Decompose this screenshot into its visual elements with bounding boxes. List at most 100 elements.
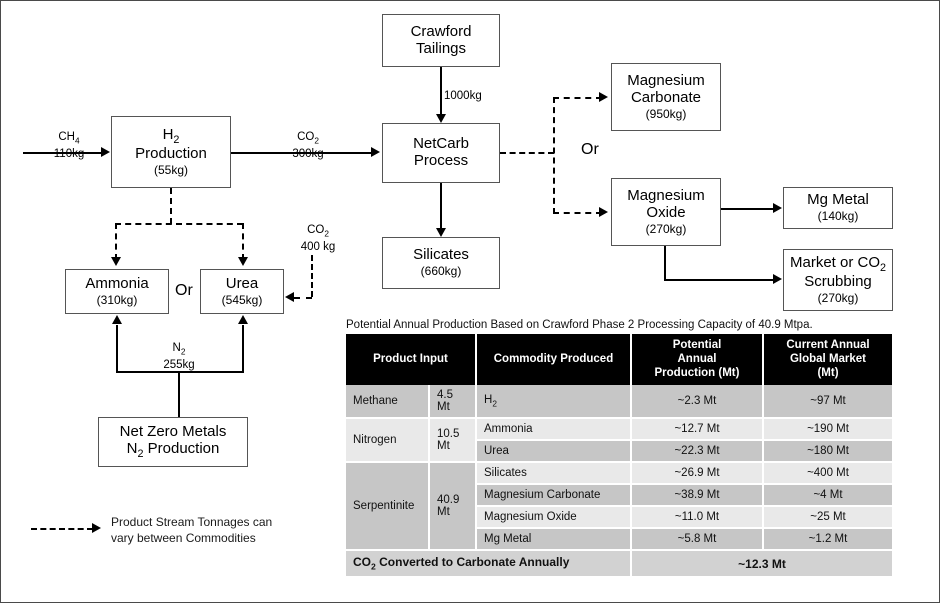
nzm-title1: Net Zero Metals [119,423,227,441]
netcarb-title2: Process [413,152,469,169]
crawford-title1: Crawford [410,22,472,40]
market-co2-title2: Scrubbing [804,272,872,290]
th-potential-production[interactable]: Potential Annual Production (Mt) [631,334,764,386]
ch4-mass: 110kg [53,147,85,160]
n2-riser-line [178,371,180,417]
branch-to-oxide-arrowhead [599,207,608,217]
branch-to-carbonate-arrowhead [599,92,608,102]
mg-oxide-title1: Magnesium [627,186,705,204]
crawford-to-netcarb-arrowhead [436,114,446,123]
netcarb-to-silicates-arrowhead [436,228,446,237]
cell-market: ~25 Mt [763,506,892,530]
cell-production: ~5.8 Mt [631,528,764,552]
table-row: Magnesium Carbonate ~38.9 Mt ~4 Mt [346,484,892,508]
nzm-title2: N2 Production [126,439,220,460]
th-commodity-produced[interactable]: Commodity Produced [476,334,632,386]
node-net-zero-metals-n2-production[interactable]: Net Zero Metals N2 Production [98,417,248,467]
cell-input-name: Serpentinite [346,462,430,552]
cell-commodity: H2 [476,385,632,420]
mgo-to-market-arrowhead [773,274,782,284]
mg-carbonate-title1: Magnesium [627,71,705,89]
cell-production: ~2.3 Mt [631,385,764,420]
node-magnesium-oxide[interactable]: Magnesium Oxide (270kg) [611,178,721,246]
co2-to-urea-arrowhead [285,292,294,302]
mg-carbonate-title2: Carbonate [630,88,702,106]
legend-line2: vary between Commodities [111,531,256,546]
cell-production: ~38.9 Mt [631,484,764,508]
or-label-right: Or [581,141,599,158]
cell-market: ~180 Mt [763,440,892,464]
mg-carbonate-mass: (950kg) [645,106,687,121]
table-row: Serpentinite 40.9 Mt Silicates ~26.9 Mt … [346,462,892,552]
h2-to-ammonia-drop [115,223,117,260]
cell-market: ~190 Mt [763,418,892,442]
legend-line1: Product Stream Tonnages can [111,515,273,529]
branch-to-oxide-line [553,212,602,214]
co2-400kg-label: CO2 400 kg [300,224,336,253]
cell-production: ~22.3 Mt [631,440,764,464]
table-row: Methane 4.5 Mt H2 ~2.3 Mt ~97 Mt [346,385,892,420]
table-row: Nitrogen 10.5 Mt Ammonia ~12.7 Mt ~190 M… [346,418,892,464]
crawford-to-netcarb-line [440,67,442,117]
node-market-or-co2-scrubbing[interactable]: Market or CO2 Scrubbing (270kg) [783,249,893,311]
th-current-global-market[interactable]: Current Annual Global Market (Mt) [763,334,892,386]
co2-to-urea-drop [311,255,313,297]
ch4-input-line [23,152,103,154]
h2-production-mass: (55kg) [153,162,188,177]
cell-input-amount: 10.5 Mt [429,418,477,464]
production-table: Product Input Commodity Produced Potenti… [346,334,892,578]
cell-commodity: Magnesium Oxide [476,506,632,530]
node-h2-production[interactable]: H2 Production (55kg) [111,116,231,188]
cell-input-name: Nitrogen [346,418,430,464]
cell-commodity: Ammonia [476,418,632,442]
market-co2-mass: (270kg) [817,290,859,305]
ch4-stream-label: CH4 110kg [53,131,85,160]
cell-input-amount: 40.9 Mt [429,462,477,552]
branch-to-carbonate-line [553,97,602,99]
co2-300kg-label: CO2 300kg [292,131,324,160]
netcarb-title1: NetCarb [413,135,469,153]
silicates-mass: (660kg) [420,264,462,279]
node-mg-metal[interactable]: Mg Metal (140kg) [783,187,893,229]
cell-market: ~4 Mt [763,484,892,508]
cell-production: ~12.7 Mt [631,418,764,442]
cell-total-label: CO2 Converted to Carbonate Annually [346,549,632,578]
h2-split-bar [115,223,243,225]
n2-stream-label: N2 255kg [163,342,195,371]
table-total-row: CO2 Converted to Carbonate Annually ~12.… [346,549,892,578]
n2-to-urea-arrowhead [238,315,248,324]
th-product-input[interactable]: Product Input [346,334,477,386]
cell-market: ~1.2 Mt [763,528,892,552]
cell-commodity: Silicates [476,462,632,486]
n2-header-line [116,371,244,373]
netcarb-branch-riser [553,97,555,214]
production-table-wrap: Potential Annual Production Based on Cra… [346,319,892,578]
table-header-row: Product Input Commodity Produced Potenti… [346,334,892,386]
mg-metal-mass: (140kg) [817,209,859,224]
node-silicates[interactable]: Silicates (660kg) [382,237,500,289]
mgo-to-mg-metal-line [721,208,776,210]
mgo-to-mg-metal-arrowhead [773,203,782,213]
node-urea[interactable]: Urea (545kg) [200,269,284,314]
h2-split-stem [170,188,172,224]
node-magnesium-carbonate[interactable]: Magnesium Carbonate (950kg) [611,63,721,131]
co2-to-urea-line [294,297,312,299]
node-netcarb-process[interactable]: NetCarb Process [382,123,500,183]
node-crawford-tailings[interactable]: Crawford Tailings [382,14,500,67]
node-ammonia[interactable]: Ammonia (310kg) [65,269,169,314]
h2-to-urea-drop [242,223,244,260]
silicates-title: Silicates [413,246,469,264]
cell-market: ~400 Mt [763,462,892,486]
table-row: Magnesium Oxide ~11.0 Mt ~25 Mt [346,506,892,530]
or-label-left: Or [175,282,193,299]
ammonia-mass: (310kg) [96,292,138,307]
netcarb-to-silicates-line [440,183,442,231]
cell-production: ~26.9 Mt [631,462,764,486]
cell-production: ~11.0 Mt [631,506,764,530]
h2-to-ammonia-arrowhead [111,257,121,266]
urea-title: Urea [225,274,259,292]
h2-production-title2: Production [135,144,207,162]
mgo-to-market-line [664,279,776,281]
h2-to-netcarb-line [231,152,373,154]
